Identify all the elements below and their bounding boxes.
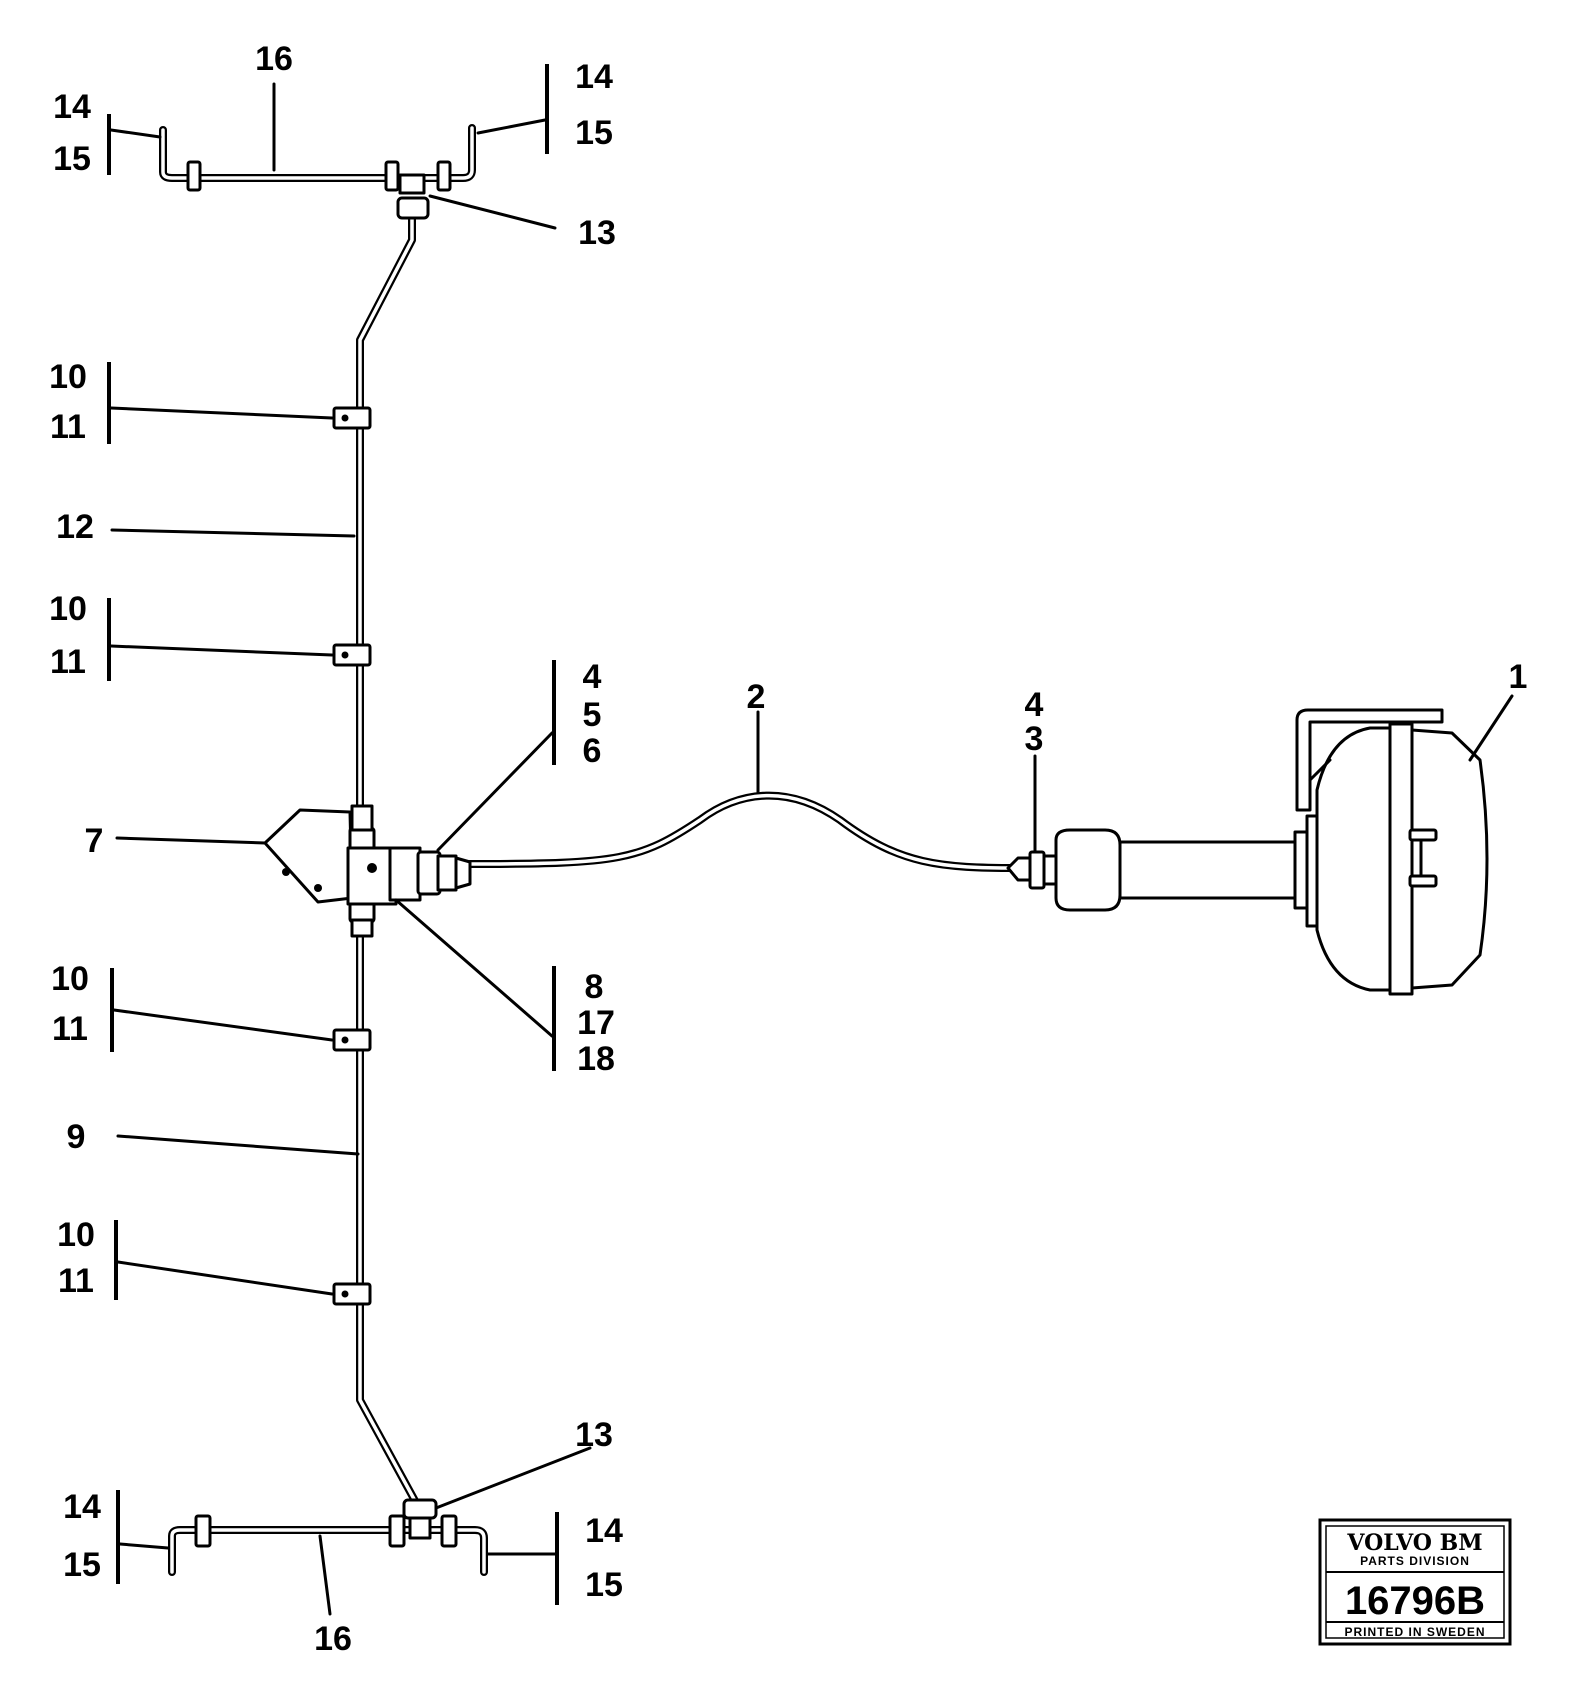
- callout-9: 9: [67, 1118, 86, 1156]
- badge-division: PARTS DIVISION: [1360, 1554, 1470, 1568]
- callout-15-top-left: 15: [53, 140, 91, 178]
- callout-14-top-right: 14: [575, 58, 613, 96]
- callout-labels: 16 14 15 14 15 13 10 11 12 10 11 4 5 6 2…: [49, 40, 1527, 1658]
- lower-fittings: [194, 1498, 458, 1548]
- callout-15-bottom-right: 15: [585, 1566, 623, 1604]
- brake-valve: [263, 804, 472, 938]
- callout-13-top: 13: [578, 214, 616, 252]
- callout-16-top: 16: [255, 40, 293, 78]
- callout-17: 17: [577, 1004, 615, 1042]
- callout-10-lower-a: 10: [51, 960, 89, 998]
- pipe-network: [159, 124, 1024, 1576]
- callout-10-upper-a: 10: [49, 358, 87, 396]
- badge-number: 16796B: [1345, 1579, 1485, 1623]
- callout-14-bottom-right: 14: [585, 1512, 623, 1550]
- volvo-bm-badge: VOLVO BM PARTS DIVISION 16796B PRINTED I…: [1318, 1518, 1512, 1646]
- callout-4-chamber: 4: [1025, 686, 1044, 724]
- callout-5-valve: 5: [583, 696, 602, 734]
- callout-2-hose: 2: [747, 678, 766, 716]
- callout-12: 12: [56, 508, 94, 546]
- callout-11-lower-a: 11: [52, 1010, 88, 1048]
- callout-15-top-right: 15: [575, 114, 613, 152]
- callout-13-bottom: 13: [575, 1416, 613, 1454]
- callout-18: 18: [577, 1040, 615, 1078]
- leader-lines: [107, 64, 1514, 1616]
- pipe-clips: [332, 406, 372, 1306]
- callout-10-upper-b: 10: [49, 590, 87, 628]
- callout-16-bottom: 16: [314, 1620, 352, 1658]
- callout-6-valve: 6: [583, 732, 602, 770]
- callout-11-lower-b: 11: [58, 1262, 94, 1300]
- callout-8: 8: [585, 968, 604, 1006]
- callout-15-bottom-left: 15: [63, 1546, 101, 1584]
- brake-chamber: [1006, 708, 1489, 996]
- callout-10-lower-b: 10: [57, 1216, 95, 1254]
- badge-printed: PRINTED IN SWEDEN: [1344, 1625, 1485, 1639]
- callout-1-chamber: 1: [1509, 658, 1528, 696]
- callout-11-upper-b: 11: [50, 643, 86, 681]
- upper-fittings: [186, 160, 452, 220]
- callout-3-chamber: 3: [1025, 720, 1044, 758]
- callout-7-bracket: 7: [85, 822, 104, 860]
- callout-14-bottom-left: 14: [63, 1488, 101, 1526]
- callout-14-top-left: 14: [53, 88, 91, 126]
- callout-4-valve: 4: [583, 658, 602, 696]
- callout-11-upper-a: 11: [50, 408, 86, 446]
- badge-brand: VOLVO BM: [1346, 1530, 1482, 1556]
